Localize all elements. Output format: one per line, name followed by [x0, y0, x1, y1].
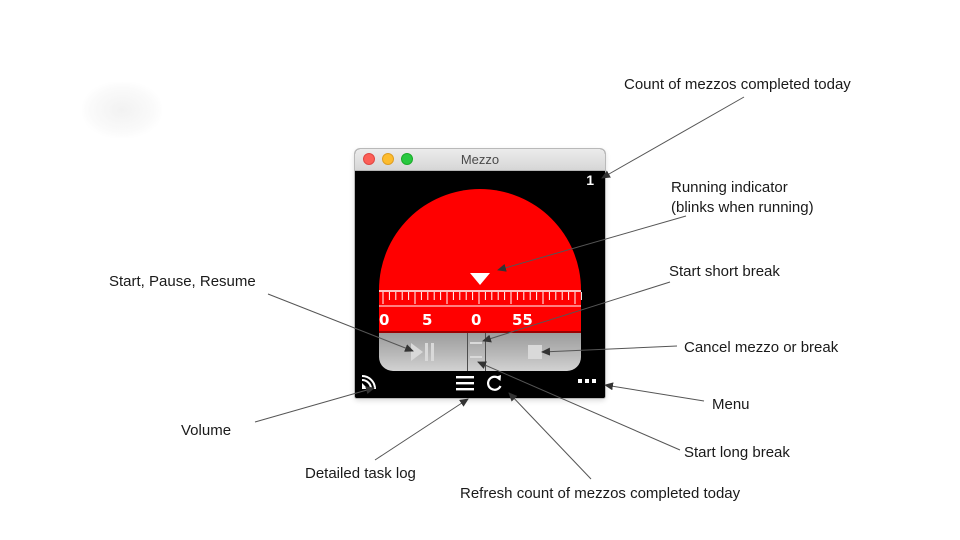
running-indicator-icon	[470, 273, 490, 285]
control-divider	[485, 333, 486, 371]
timer-panel: 1 0 5 0 55	[355, 171, 605, 398]
annotation-long-break: Start long break	[684, 444, 790, 461]
control-bar	[379, 333, 581, 371]
scale-label-0-center: 0	[471, 311, 481, 329]
scale-label-5: 5	[422, 311, 432, 329]
arrow-menu	[604, 382, 705, 402]
short-break-icon	[470, 342, 482, 344]
annotation-menu: Menu	[712, 396, 750, 413]
faded-background-shape	[82, 82, 162, 138]
annotation-task-log: Detailed task log	[305, 465, 416, 482]
title-bar[interactable]: Mezzo	[355, 149, 605, 171]
arrow-refresh	[508, 392, 592, 480]
control-divider	[467, 333, 468, 371]
scale-label-55: 55	[512, 311, 533, 329]
zoom-window-button[interactable]	[401, 153, 413, 165]
play-pause-icon	[411, 343, 434, 361]
annotation-cancel: Cancel mezzo or break	[684, 339, 839, 356]
annotation-running-indicator-note: (blinks when running)	[671, 199, 814, 216]
annotation-running-indicator: Running indicator	[671, 179, 788, 196]
annotation-volume: Volume	[181, 422, 232, 439]
ellipsis-icon[interactable]	[577, 376, 597, 386]
start-long-break-button[interactable]	[467, 352, 485, 371]
long-break-icon	[470, 356, 482, 358]
mezzo-window: Mezzo 1 0 5 0 55	[355, 149, 605, 398]
mezzo-count-today: 1	[586, 172, 594, 188]
annotation-count-today: Count of mezzos completed today	[624, 76, 851, 93]
minimize-window-button[interactable]	[382, 153, 394, 165]
timer-dial: 0 5 0 55	[379, 189, 582, 333]
volume-icon[interactable]	[359, 372, 379, 392]
start-short-break-button[interactable]	[467, 333, 485, 371]
start-pause-resume-button[interactable]	[379, 333, 467, 371]
arrow-task-log	[374, 398, 469, 461]
annotation-short-break: Start short break	[669, 263, 780, 280]
window-title: Mezzo	[460, 152, 500, 167]
list-icon[interactable]	[455, 374, 475, 392]
cancel-button[interactable]	[485, 333, 581, 371]
stop-icon	[528, 345, 542, 359]
scale-label-0-left: 0	[379, 311, 389, 329]
annotation-start-pause-resume: Start, Pause, Resume	[109, 273, 256, 290]
arrow-count	[601, 96, 745, 179]
close-window-button[interactable]	[363, 153, 375, 165]
refresh-icon[interactable]	[485, 373, 505, 393]
annotation-refresh: Refresh count of mezzos completed today	[460, 485, 741, 502]
